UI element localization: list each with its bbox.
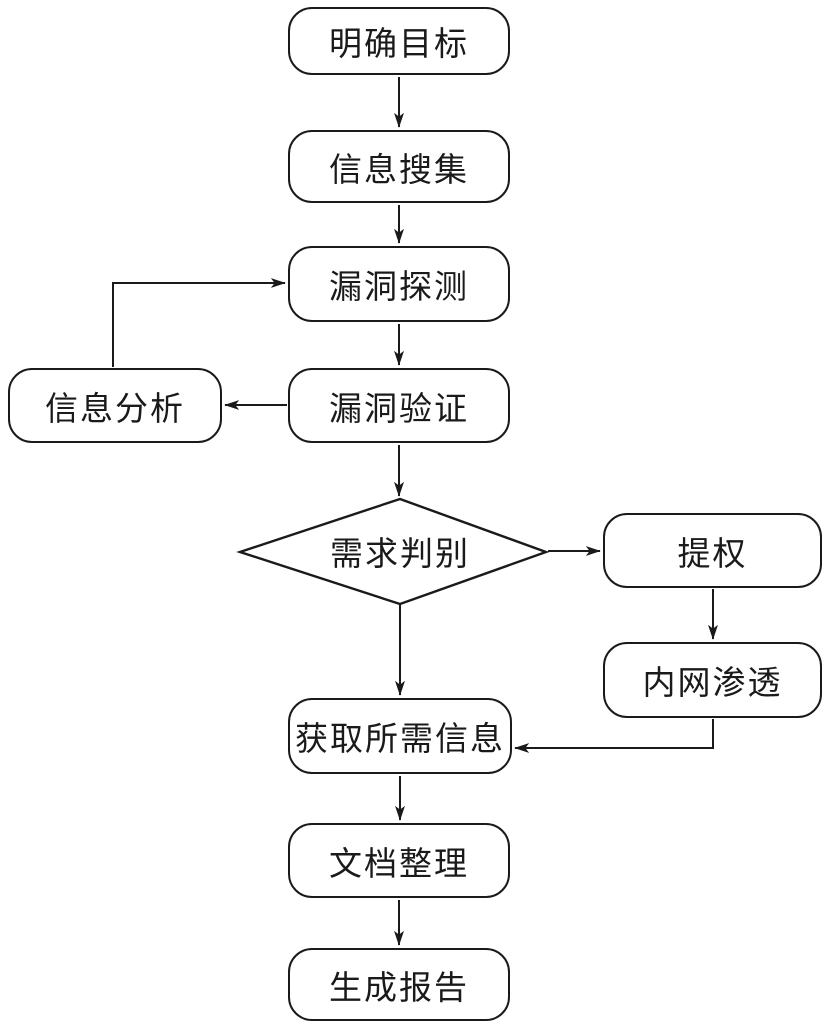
node-info-gathering: 信息搜集 bbox=[288, 130, 510, 203]
node-vuln-detection-label: 漏洞探测 bbox=[329, 267, 469, 306]
decision-diamond-shape bbox=[236, 497, 550, 606]
node-privilege-escalation: 提权 bbox=[603, 513, 822, 588]
edge-analysis-to-detect bbox=[112, 278, 286, 367]
node-generate-report-label: 生成报告 bbox=[329, 967, 469, 1007]
edge-intranet-to-obtain bbox=[514, 719, 714, 753]
node-vuln-verification-label: 漏洞验证 bbox=[329, 388, 469, 428]
node-intranet-penetration-label: 内网渗透 bbox=[642, 663, 783, 702]
node-info-analysis-label: 信息分析 bbox=[45, 388, 185, 428]
node-clarify-goal: 明确目标 bbox=[288, 7, 510, 75]
node-generate-report: 生成报告 bbox=[288, 948, 510, 1021]
node-obtain-info: 获取所需信息 bbox=[288, 698, 512, 774]
node-obtain-info-label: 获取所需信息 bbox=[295, 719, 505, 758]
node-info-gathering-label: 信息搜集 bbox=[329, 149, 469, 189]
node-doc-organize: 文档整理 bbox=[288, 823, 510, 898]
node-privilege-escalation-label: 提权 bbox=[677, 533, 748, 573]
node-demand-decision-label: 需求判别 bbox=[330, 534, 470, 573]
node-doc-organize-label: 文档整理 bbox=[329, 843, 469, 883]
node-clarify-goal-label: 明确目标 bbox=[329, 24, 469, 63]
node-demand-decision: 需求判别 bbox=[268, 525, 532, 577]
node-info-analysis: 信息分析 bbox=[8, 368, 222, 443]
node-vuln-verification: 漏洞验证 bbox=[288, 368, 510, 443]
node-vuln-detection: 漏洞探测 bbox=[288, 246, 510, 322]
node-intranet-penetration: 内网渗透 bbox=[603, 642, 822, 718]
